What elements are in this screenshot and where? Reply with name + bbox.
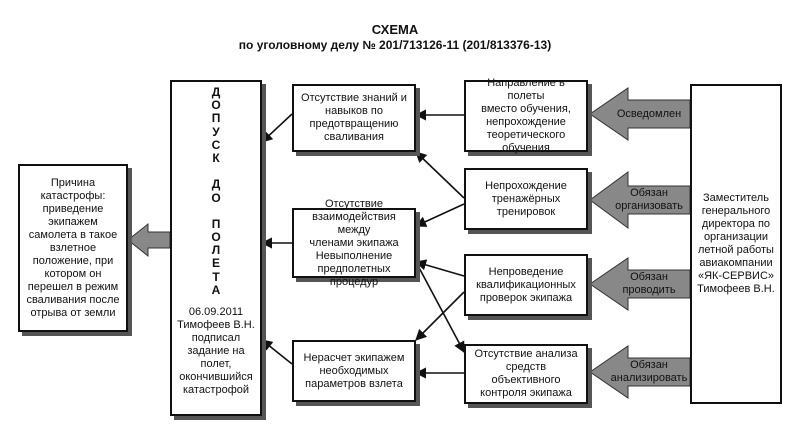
admission-vertical-title: Д О П У С К Д О П О Л Е Т А xyxy=(174,86,258,296)
admission-char: О xyxy=(211,98,221,113)
connector-calc-to-admission xyxy=(261,339,293,365)
label-analyze: Обязан анализировать xyxy=(610,359,688,384)
admission-char: У xyxy=(212,124,220,139)
arrow-analyze xyxy=(589,345,691,399)
connector-simulator-to-interaction xyxy=(414,203,465,227)
admission-char: А xyxy=(211,282,221,297)
diagram-title: СХЕМА xyxy=(371,22,419,37)
connector-interaction-to-analysis xyxy=(415,261,465,353)
arrow-informed xyxy=(589,87,691,141)
admission-char: Е xyxy=(211,256,220,271)
arrow-conduct xyxy=(589,257,691,311)
right-box-analysis: Отсутствие анализа средств объективного … xyxy=(464,344,588,404)
admission-char: О xyxy=(211,230,221,245)
right-box-simulator: Непрохождение тренажёрных тренировок xyxy=(464,168,588,230)
admission-char: С xyxy=(211,137,221,152)
middle-box-calculation: Нерасчет экипажем необходимых параметров… xyxy=(292,340,416,402)
admission-char: Л xyxy=(211,243,221,258)
admission-char: К xyxy=(212,150,220,165)
admission-char: П xyxy=(211,111,221,126)
arrow-organize xyxy=(589,171,691,229)
deputy-director-box: Заместитель генерального директора по ор… xyxy=(690,84,782,404)
label-conduct: Обязан проводить xyxy=(622,271,676,296)
middle-box-interaction: Отсутствие взаимодействия между членами … xyxy=(292,198,416,288)
connector-knowledge-to-admission xyxy=(261,113,293,143)
connector-simulator-to-knowledge xyxy=(415,151,465,199)
connector-qualification-to-calc xyxy=(415,291,465,341)
right-box-direction: Направление в полеты вместо обучения, не… xyxy=(464,77,588,154)
admission-char: Д xyxy=(211,85,221,99)
admission-text: 06.09.2011 Тимофеев В.Н. подписал задани… xyxy=(177,306,255,396)
admission-box xyxy=(170,80,262,416)
arrow-to-cause xyxy=(127,222,171,258)
middle-box-knowledge: Отсутствие знаний и навыков по предотвра… xyxy=(292,84,416,152)
connector-qualification-to-interaction xyxy=(414,259,465,277)
label-organize: Обязан организовать xyxy=(615,187,683,212)
right-box-qualification: Непроведение квалификационных проверок э… xyxy=(464,254,588,316)
admission-char: О xyxy=(211,190,221,205)
diagram-subtitle: по уголовному делу № 201/713126-11 (201/… xyxy=(238,38,552,52)
admission-char: Д xyxy=(211,177,221,192)
admission-char: Т xyxy=(212,269,220,284)
label-informed: Осведомлен xyxy=(616,107,682,120)
cause-box: Причина катастрофы: приведение экипажем … xyxy=(18,164,128,332)
admission-char: П xyxy=(211,216,221,231)
